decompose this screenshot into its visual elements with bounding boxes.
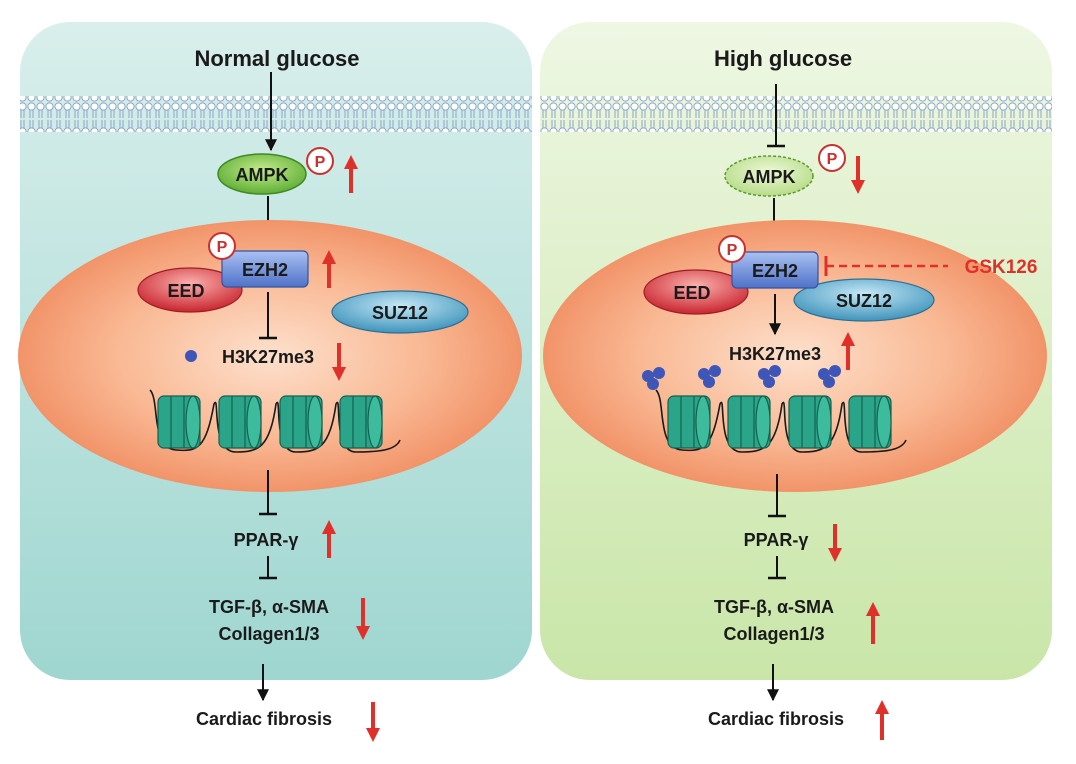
nucleosome-icon (339, 395, 383, 449)
panel-title: Normal glucose (194, 46, 359, 71)
suz12-node (793, 278, 935, 322)
nucleosome-icon (279, 395, 323, 449)
eed-node (643, 269, 749, 315)
eed-label: EED (167, 281, 204, 301)
eed-node (137, 267, 243, 313)
h3k27me3-label: H3K27me3 (222, 347, 314, 367)
methyl-cluster-icon (642, 367, 665, 390)
markers-line2: Collagen1/3 (723, 624, 824, 644)
down-arrow-icon (851, 156, 865, 194)
down-arrow-icon (356, 598, 370, 640)
markers-line2: Collagen1/3 (218, 624, 319, 644)
ampk-node (217, 153, 307, 195)
nucleosome-icon (218, 395, 262, 449)
outcome-label: Cardiac fibrosis (196, 709, 332, 729)
methyl-cluster-icon (698, 365, 721, 388)
cell-membrane (540, 96, 1052, 132)
panel-title: High glucose (714, 46, 852, 71)
h3k27me3-label: H3K27me3 (729, 344, 821, 364)
phospho-label: P (727, 242, 738, 259)
phospho-badge (718, 235, 746, 263)
ampk-node (724, 155, 814, 197)
ezh2-node (731, 251, 819, 289)
phospho-label: P (217, 239, 228, 256)
ezh2-label: EZH2 (752, 261, 798, 281)
ampk-label: AMPK (743, 167, 796, 187)
down-arrow-icon (332, 343, 346, 381)
phospho-label: P (827, 151, 838, 168)
nucleosome-icon (788, 395, 832, 449)
methyl-mark-icon (185, 350, 197, 362)
down-arrow-icon (366, 702, 380, 742)
ezh2-label: EZH2 (242, 260, 288, 280)
panel-high-glucose: High glucose AMPK P EED SUZ12 EZH2 P GSK… (540, 22, 1052, 680)
markers-line1: TGF-β, α-SMA (209, 597, 329, 617)
phospho-badge (208, 232, 236, 260)
down-arrow-icon (828, 524, 842, 562)
phospho-badge (306, 147, 334, 175)
methyl-cluster-icon (758, 365, 781, 388)
panel-normal-glucose: Normal glucose AMPK P EED EZH2 P (18, 22, 532, 680)
ezh2-node (221, 250, 309, 288)
up-arrow-icon (841, 332, 855, 370)
nucleosome-icon (848, 395, 892, 449)
outcome-label: Cardiac fibrosis (708, 709, 844, 729)
nucleosome-icon (157, 395, 201, 449)
chromatin-strand (655, 389, 907, 453)
ampk-label: AMPK (236, 165, 289, 185)
ppar-label: PPAR-γ (744, 530, 809, 550)
up-arrow-icon (344, 155, 358, 193)
nucleosome-icon (727, 395, 771, 449)
phospho-label: P (315, 154, 326, 171)
methyl-cluster-icon (818, 365, 841, 388)
up-arrow-icon (866, 602, 880, 644)
nucleosome-icon (667, 395, 711, 449)
inhibitor-label: GSK126 (965, 257, 1038, 278)
suz12-node (331, 290, 469, 334)
markers-line1: TGF-β, α-SMA (714, 597, 834, 617)
up-arrow-icon (875, 700, 889, 740)
eed-label: EED (673, 283, 710, 303)
ppar-label: PPAR-γ (234, 530, 299, 550)
cell-membrane (20, 96, 532, 132)
up-arrow-icon (322, 250, 336, 288)
phospho-badge (818, 144, 846, 172)
suz12-label: SUZ12 (372, 303, 428, 323)
up-arrow-icon (322, 520, 336, 558)
suz12-label: SUZ12 (836, 291, 892, 311)
